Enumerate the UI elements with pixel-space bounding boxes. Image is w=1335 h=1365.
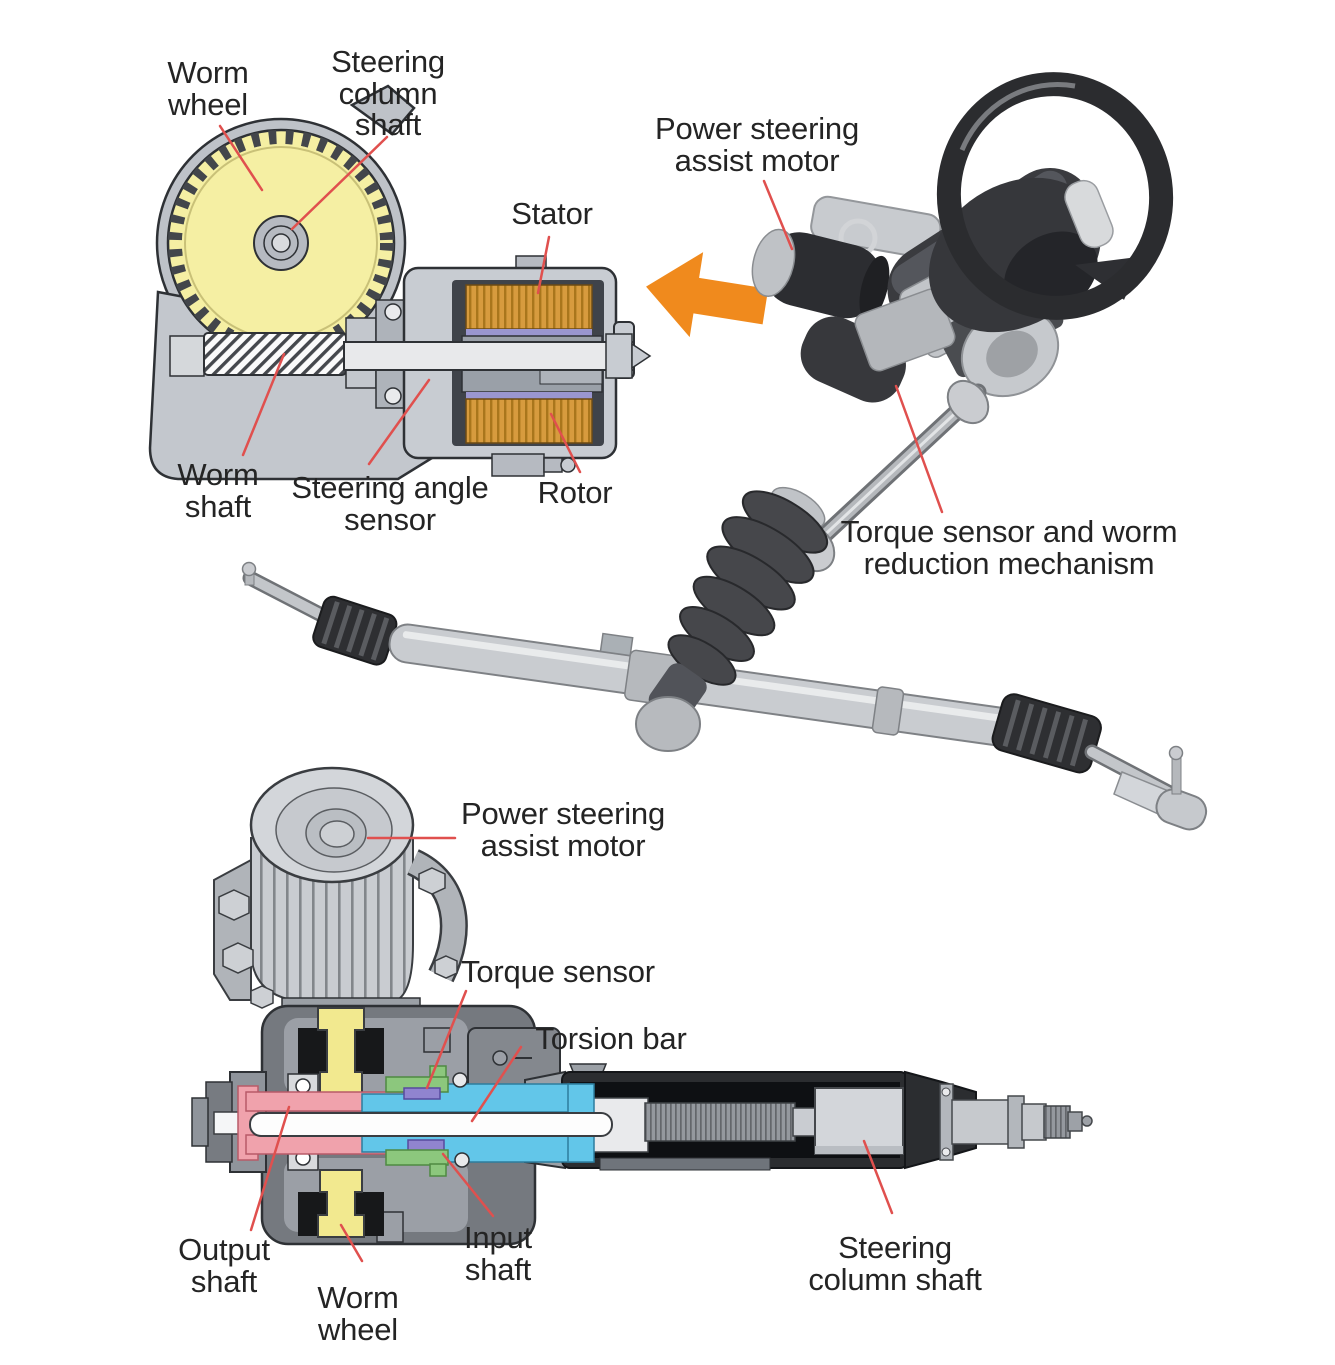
leader-torque-sensor-worm-reduction [894,384,944,514]
tie-rod-end-right [1168,745,1184,761]
steering-wheel-3d [928,72,1174,333]
leader-psa-motor-top [762,179,794,251]
worm-shaft-section [169,332,347,377]
leader-steering-column-shaft-bottom [862,1139,894,1215]
assist-motor-3d-bottom [213,766,468,1013]
leader-rotor [549,412,582,474]
stator-winding-bottom [465,398,593,444]
leader-input-shaft [441,1152,495,1218]
assist-motor-cross-section [343,255,652,477]
label-torque-sensor-worm-reduction: Torque sensor and worm reduction mechani… [840,514,1178,581]
steering-column-3d [751,72,1174,573]
stator-winding-top [465,284,593,330]
label-worm-wheel-top: Worm wheel [167,55,249,122]
label-output-shaft: Output shaft [178,1232,270,1299]
leader-steering-column-shaft-top [290,135,389,231]
label-rotor: Rotor [537,475,613,510]
tie-rod-end-left [241,561,257,577]
label-torque-sensor: Torque sensor [461,954,655,989]
label-worm-shaft: Worm shaft [177,457,259,524]
label-steering-column-shaft-bottom: Steering column shaft [808,1230,982,1297]
leader-torque-sensor [425,989,468,1090]
steering-rack [241,486,1208,831]
rack-boot-left [312,595,398,666]
leader-worm-shaft [241,352,286,457]
leader-worm-wheel-top [218,124,264,192]
label-stator: Stator [511,196,593,231]
assist-motor-3d-top [751,228,890,321]
label-psa-motor-top: Power steering assist motor [655,111,859,178]
leader-lines [218,124,944,1263]
leader-worm-wheel-bottom [339,1223,364,1263]
rack-boot-right [991,693,1102,774]
label-steering-angle-sensor: Steering angle sensor [291,470,489,537]
label-torsion-bar: Torsion bar [535,1021,687,1056]
leader-torsion-bar [470,1045,523,1123]
column-boot-3d [635,486,829,752]
direction-arrow [646,252,769,338]
worm-gear-cross-section [148,84,652,481]
label-input-shaft: Input shaft [464,1220,532,1287]
worm-wheel-bottom-section [317,1007,365,1238]
leader-output-shaft [249,1105,291,1232]
label-worm-wheel-bottom: Worm wheel [317,1280,399,1347]
leader-stator [536,235,551,295]
torque-sensor-section [385,1065,470,1177]
label-psa-motor-bottom: Power steering assist motor [461,796,665,863]
leader-steering-angle-sensor [367,378,431,466]
motor-shaft [343,341,635,371]
torsion-bar-section [249,1112,613,1137]
label-steering-column-shaft-top: Steering column shaft [331,44,445,143]
column-cross-section [191,1004,1093,1246]
